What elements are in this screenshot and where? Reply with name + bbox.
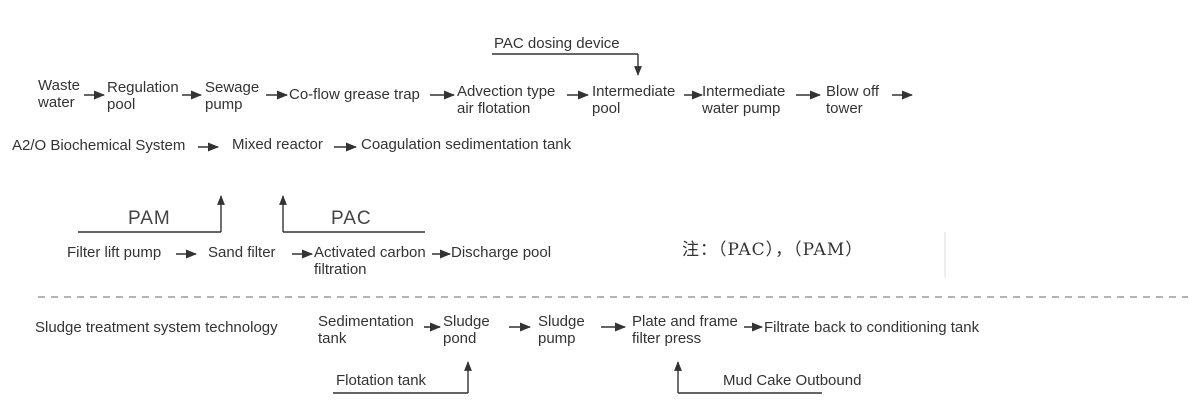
node-intermediate-pool: Intermediate pool xyxy=(592,83,675,117)
node-label-line: Coagulation sedimentation tank xyxy=(361,136,572,153)
node-sludge-system: Sludge treatment system technology xyxy=(35,319,278,336)
node-label-line: pond xyxy=(443,330,477,347)
node-label-line: Waste xyxy=(38,77,80,94)
node-filter-press: Plate and frame filter press xyxy=(632,313,738,347)
pac-label: PAC xyxy=(331,208,372,229)
node-mixed-reactor: Mixed reactor xyxy=(232,136,323,153)
node-label-line: Sewage xyxy=(205,79,260,96)
node-sludge-pump: Sludge pump xyxy=(538,313,585,347)
node-label-line: Filter lift pump xyxy=(67,244,162,261)
node-label-line: Regulation xyxy=(107,79,179,96)
node-label-line: pool xyxy=(107,96,136,113)
flotation-tank-label: Flotation tank xyxy=(336,372,427,389)
pac-dosing-device-label: PAC dosing device xyxy=(494,35,620,52)
node-label-line: water pump xyxy=(702,100,781,117)
node-label-line: Advection type xyxy=(457,83,556,100)
node-air-flotation: Advection type air flotation xyxy=(457,83,555,117)
node-filtrate-back: Filtrate back to conditioning tank xyxy=(764,319,979,336)
node-filter-lift-pump: Filter lift pump xyxy=(67,244,161,261)
node-sludge-pond: Sludge pond xyxy=(443,313,490,347)
node-label-line: Sludge xyxy=(538,313,585,330)
node-coagulation-tank: Coagulation sedimentation tank xyxy=(361,136,571,153)
node-discharge-pool: Discharge pool xyxy=(451,244,551,261)
node-label-line: pump xyxy=(205,96,243,113)
node-activated-carbon-filtration: Activated carbon filtration xyxy=(314,244,426,278)
note-text: 注：（PAC），（PAM） xyxy=(682,240,864,260)
node-label-line: filter press xyxy=(632,330,702,347)
node-label-line: Mixed reactor xyxy=(232,136,323,153)
node-sand-filter: Sand filter xyxy=(208,244,276,261)
node-label-line: Blow off xyxy=(826,83,880,100)
node-regulation-pool: Regulation pool xyxy=(107,79,179,113)
node-blow-off-tower: Blow off tower xyxy=(826,83,879,117)
node-sedimentation-tank: Sedimentation tank xyxy=(318,313,414,347)
node-label-line: air flotation xyxy=(457,100,531,117)
node-label-line: Sludge treatment system technology xyxy=(35,319,278,336)
node-label-line: Sludge xyxy=(443,313,490,330)
node-label-line: water xyxy=(38,94,75,111)
node-intermediate-water-pump: Intermediate water pump xyxy=(702,83,785,117)
node-grease-trap: Co-flow grease trap xyxy=(289,86,420,103)
node-a2o-system: A2/O Biochemical System xyxy=(12,137,185,154)
node-label-line: Co-flow grease trap xyxy=(289,86,420,103)
node-sewage-pump: Sewage pump xyxy=(205,79,259,113)
node-label-line: Sand filter xyxy=(208,244,276,261)
node-label-line: Plate and frame xyxy=(632,313,738,330)
node-label-line: Activated carbon xyxy=(314,244,426,261)
mud-cake-outbound-label: Mud Cake Outbound xyxy=(723,372,862,389)
pam-label: PAM xyxy=(128,208,171,229)
node-label-line: Discharge pool xyxy=(451,244,552,261)
node-label-line: A2/O Biochemical System xyxy=(12,137,186,154)
node-label-line: pool xyxy=(592,100,621,117)
node-label-line: Sedimentation xyxy=(318,313,414,330)
node-label-line: Filtrate back to conditioning tank xyxy=(764,319,980,336)
node-waste-water: Waste water xyxy=(38,77,80,111)
node-label-line: tank xyxy=(318,330,347,347)
node-label-line: filtration xyxy=(314,261,367,278)
node-label-line: Intermediate xyxy=(592,83,676,100)
node-label-line: tower xyxy=(826,100,863,117)
node-label-line: Intermediate xyxy=(702,83,786,100)
node-label-line: pump xyxy=(538,330,576,347)
